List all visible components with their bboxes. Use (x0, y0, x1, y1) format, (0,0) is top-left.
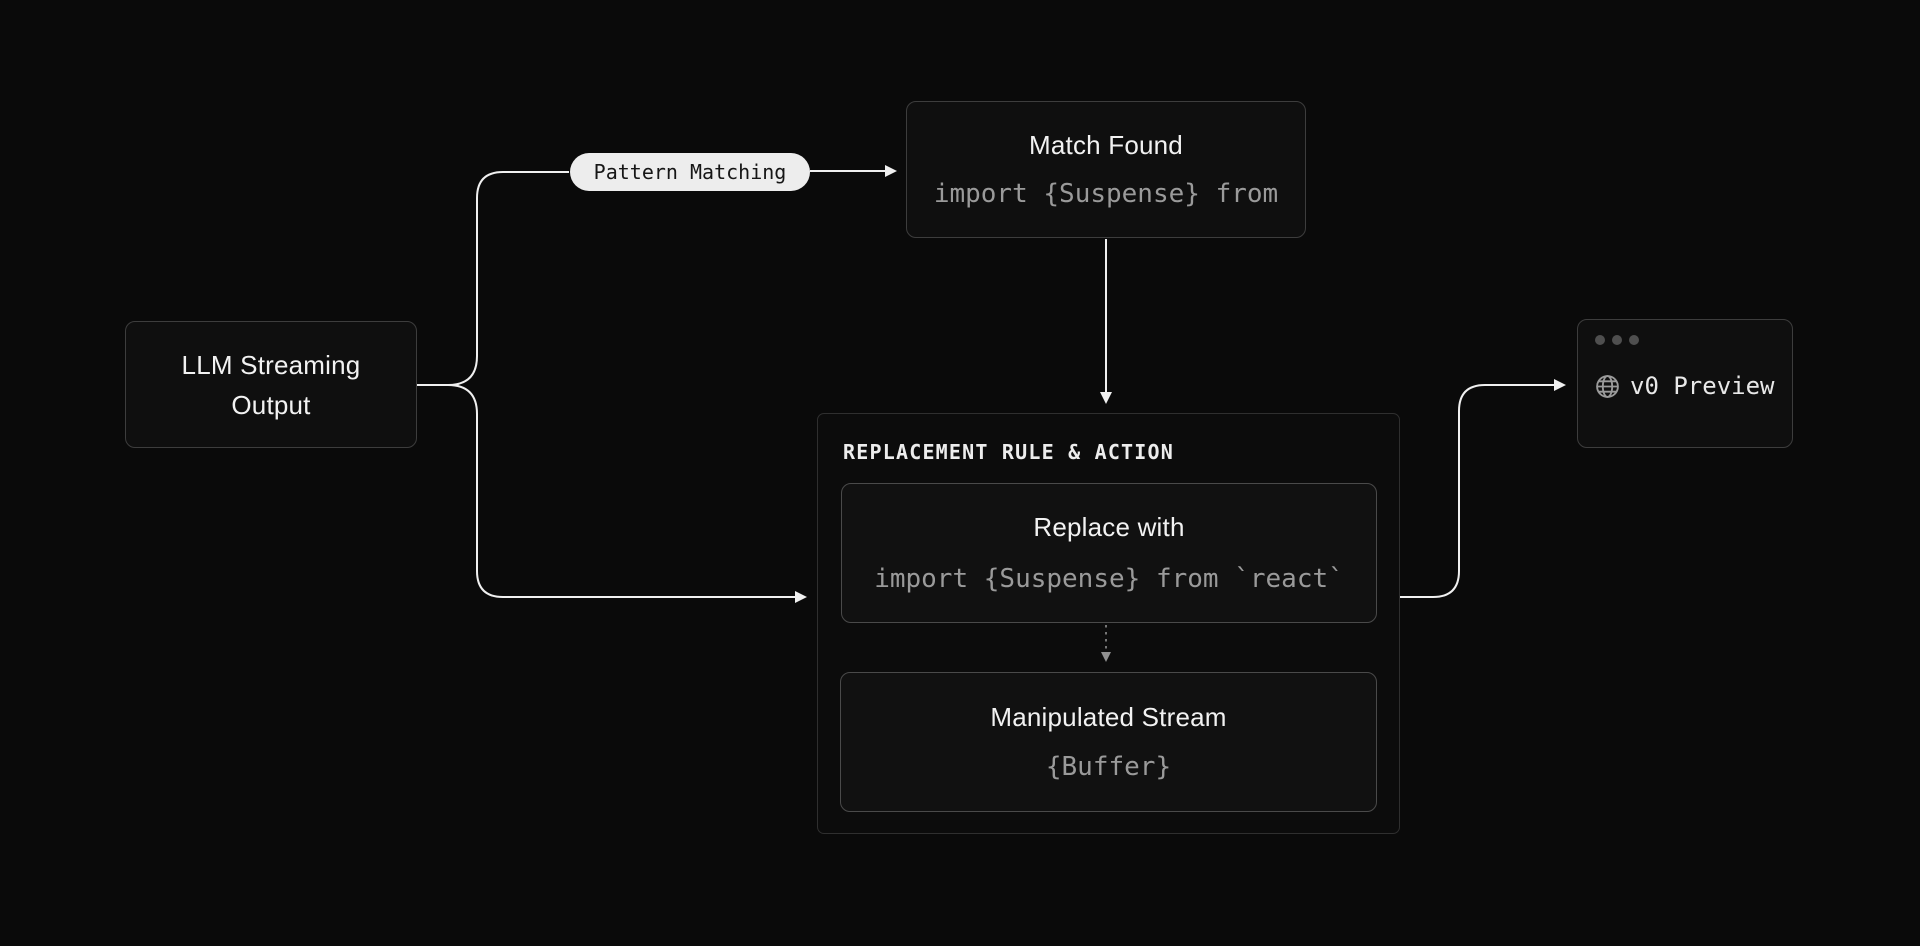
match-found-code: import {Suspense} from (933, 178, 1279, 209)
globe-icon (1596, 374, 1619, 398)
replace-with-node[interactable]: Replace with import {Suspense} from `rea… (841, 483, 1377, 623)
edge-llm-to-group (417, 384, 795, 598)
llm-streaming-output-label: LLM Streaming Output (181, 349, 361, 420)
manipulated-stream-code: {Buffer} (1045, 751, 1172, 782)
window-dot (1595, 335, 1605, 345)
pattern-matching-label: Pattern Matching (593, 160, 787, 184)
v0-preview-node[interactable]: v0 Preview (1577, 319, 1793, 448)
edge-llm-to-group-arrowhead (795, 591, 807, 603)
edge-match-to-group-arrowhead (1100, 392, 1112, 404)
v0-preview-label: v0 Preview (1630, 372, 1775, 400)
edge-group-to-preview (1400, 384, 1554, 598)
edge-badge-to-match-arrowhead (885, 165, 897, 177)
replacement-rule-group[interactable]: REPLACEMENT RULE & ACTION (817, 413, 1400, 834)
pattern-matching-badge[interactable]: Pattern Matching (570, 153, 810, 191)
edge-replace-to-manipulated-arrowhead (1101, 652, 1111, 662)
edge-llm-to-match (417, 171, 569, 386)
manipulated-stream-node[interactable]: Manipulated Stream {Buffer} (840, 672, 1377, 812)
window-dot (1612, 335, 1622, 345)
v0-preview-content: v0 Preview (1595, 372, 1775, 400)
manipulated-stream-title: Manipulated Stream (990, 701, 1227, 732)
match-found-title: Match Found (1029, 129, 1183, 160)
replace-with-code: import {Suspense} from `react` (874, 563, 1344, 594)
replacement-rule-group-header: REPLACEMENT RULE & ACTION (843, 440, 1175, 464)
match-found-node[interactable]: Match Found import {Suspense} from (906, 101, 1306, 238)
window-dots-icon (1595, 335, 1639, 345)
llm-streaming-output-node[interactable]: LLM Streaming Output (125, 321, 417, 448)
replace-with-title: Replace with (1033, 511, 1185, 542)
window-dot (1629, 335, 1639, 345)
edge-group-to-preview-arrowhead (1554, 379, 1566, 391)
